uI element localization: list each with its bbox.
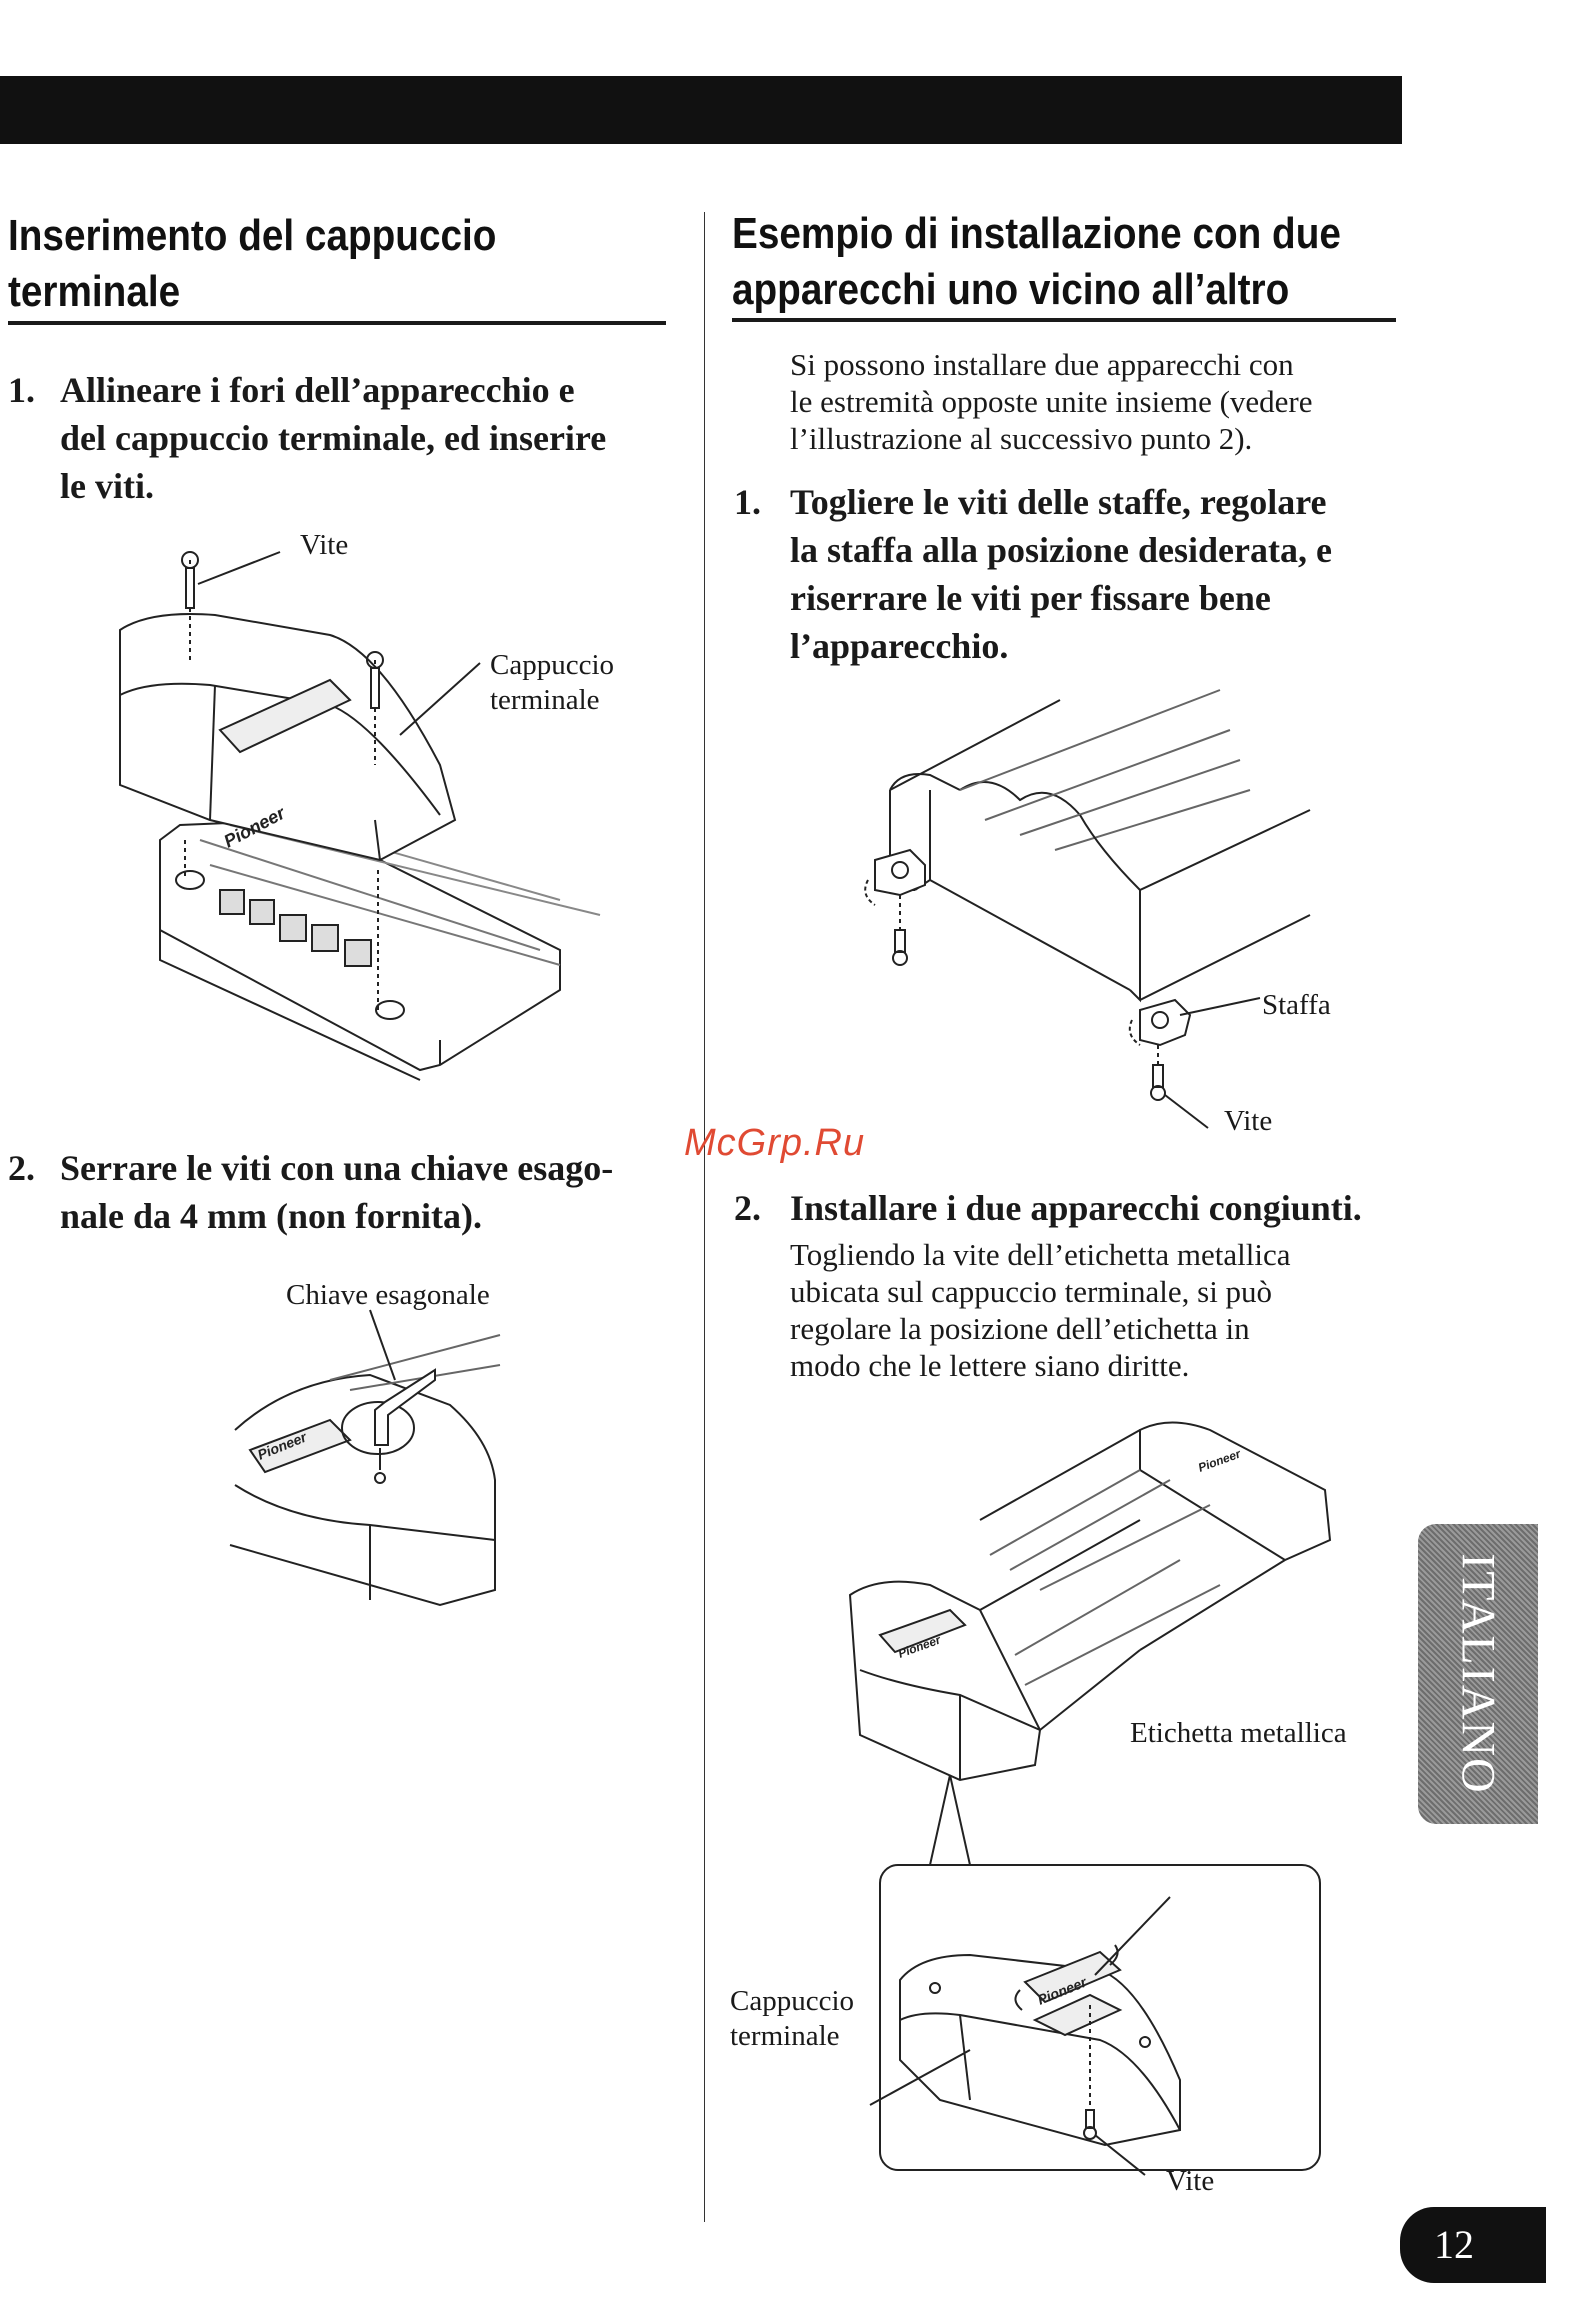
body-line: Togliendo la vite dell’etichetta metalli… [790,1237,1291,1272]
header-bar [0,76,1402,144]
label-screw: Vite [300,529,349,561]
step-number: 1. [8,370,35,410]
page-number: 12 [1400,2207,1546,2283]
step-text-line: le viti. [60,466,154,506]
label-hex-key: Chiave esagonale [286,1279,490,1311]
step-number: 2. [734,1188,761,1228]
watermark-text: McGrp.Ru [684,1122,866,1164]
body-line: modo che le lettere siano diritte. [790,1348,1190,1383]
label-bracket: Staffa [1262,989,1331,1021]
step-text-line: l’apparecchio. [790,626,1009,666]
step-number: 1. [734,482,761,522]
intro-line: l’illustrazione al successivo punto 2). [790,421,1253,456]
label-metal-plate: Etichetta metallica [1130,1717,1347,1749]
body-line: regolare la posizione dell’etichetta in [790,1311,1250,1346]
step-title: Installare i due apparecchi congiunti. [790,1188,1362,1228]
label-end-cap-1: Cappuccio [490,649,615,681]
column-divider [704,212,705,2222]
left-section-title: Inserimento del cappuccio terminale [8,208,496,320]
label-end-cap-1: Cappuccio [730,1985,855,2017]
left-title-line-1: Inserimento del cappuccio [8,211,497,260]
step-text-line: riserrare le viti per fissare bene [790,578,1271,618]
body-line: ubicata sul cappuccio terminale, si può [790,1274,1273,1309]
right-step-2-body: Togliendo la vite dell’etichetta metalli… [790,1236,1410,1384]
step-number: 2. [8,1148,35,1188]
language-tab-label: ITALIANO [1451,1553,1505,1795]
label-end-cap-2: terminale [730,2020,840,2052]
right-intro: Si possono installare due apparecchi con… [790,346,1410,457]
right-section-title: Esempio di installazione con due apparec… [732,206,1341,318]
label-end-cap-2: terminale [490,684,600,716]
label-screw: Vite [1224,1105,1273,1137]
step-text-line: la staffa alla posizione desiderata, e [790,530,1332,570]
joined-units-figure: Pioneer Pioneer Pioneer [840,1410,1340,2190]
language-tab: ITALIANO [1418,1524,1538,1824]
bracket-figure [840,690,1340,1130]
step-text-line: nale da 4 mm (non fornita). [60,1196,482,1236]
step-text-line: Serrare le viti con una chiave esago- [60,1148,614,1188]
left-title-line-2: terminale [8,267,181,316]
end-cap-installation-figure: Pioneer [0,520,704,1080]
hex-key-figure: Pioneer [220,1310,520,1630]
intro-line: le estremità opposte unite insieme (vede… [790,384,1313,419]
right-title-rule [732,318,1396,322]
intro-line: Si possono installare due apparecchi con [790,347,1294,382]
step-text-line: Allineare i fori dell’apparecchio e [60,370,575,410]
right-title-line-1: Esempio di installazione con due [732,209,1341,258]
left-title-rule [8,321,666,325]
step-text-line: Togliere le viti delle staffe, regolare [790,482,1327,522]
step-text-line: del cappuccio terminale, ed inserire [60,418,607,458]
label-screw: Vite [1166,2165,1215,2197]
right-title-line-2: apparecchi uno vicino all’altro [732,265,1290,314]
